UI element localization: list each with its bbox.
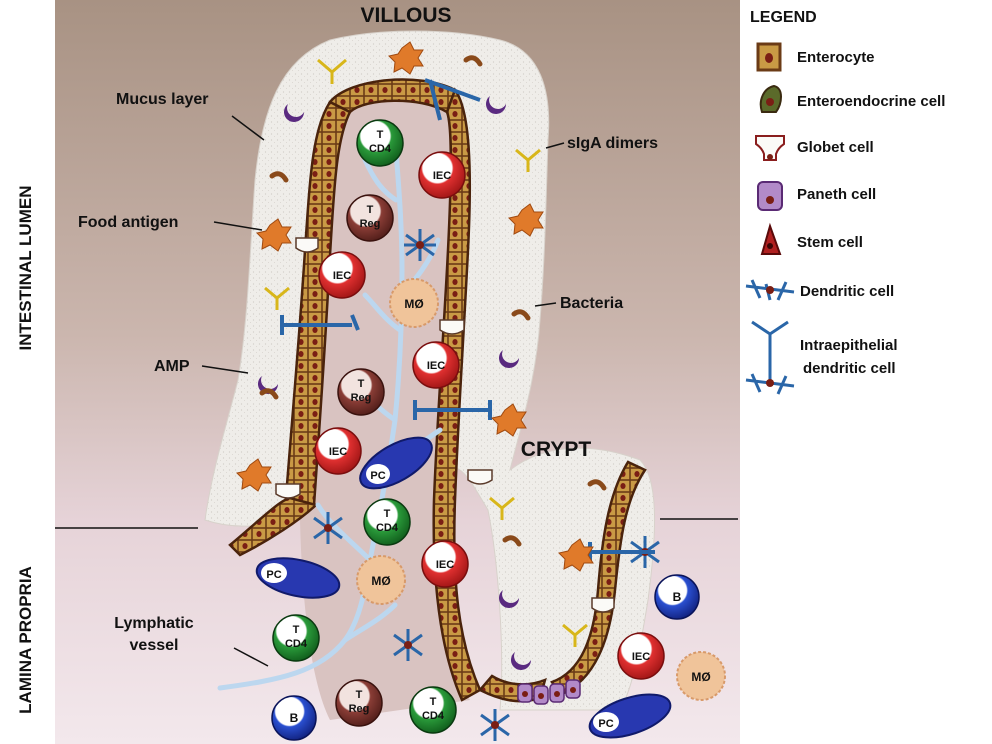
siga-dimers-label: sIgA dimers [567, 135, 658, 152]
t-reg-cell: T Reg [337, 368, 385, 416]
legend: LEGEND Enterocyte Enteroendocrine cell G… [745, 9, 945, 395]
amp-pointer [201, 365, 249, 374]
lymphatic-label-1: Lymphatic [114, 615, 194, 632]
b-label-2: B [290, 711, 299, 725]
legend-label-goblet: Globet cell [797, 139, 874, 156]
iec-label-5: IEC [436, 559, 454, 571]
t-label-4: T [430, 696, 437, 708]
food-antigen-label: Food antigen [78, 214, 178, 231]
cd4-label-4: CD4 [422, 710, 445, 722]
cd4-label-2: CD4 [376, 522, 399, 534]
t-label-1: T [377, 129, 384, 141]
goblet-cell-icon [755, 135, 785, 161]
iec-label-1: IEC [433, 170, 451, 182]
legend-label-dendritic: Dendritic cell [800, 283, 894, 300]
bacteria-pointer [534, 302, 557, 307]
macrophage: MØ [676, 651, 726, 701]
legend-label-enterocyte: Enterocyte [797, 49, 875, 66]
food-antigen-pointer [213, 221, 263, 231]
iec-label-4: IEC [329, 446, 347, 458]
enteroendocrine-cell-icon [759, 84, 782, 113]
legend-label-paneth: Paneth cell [797, 186, 876, 203]
goblet-cells [275, 237, 615, 613]
food-antigens [236, 41, 594, 572]
iec-cell: IEC [617, 632, 665, 680]
t-label-3: T [293, 624, 300, 636]
iec-cell: IEC [418, 151, 466, 199]
iec-label-6: IEC [632, 651, 650, 663]
t-cd4-cell: T CD4 [272, 614, 320, 662]
siga-pointer [545, 142, 565, 149]
t-cd4-cell: T CD4 [409, 686, 457, 734]
iec-cell: IEC [421, 540, 469, 588]
t-reg-cell: T Reg [335, 679, 383, 727]
plasma-cell: PC [255, 557, 341, 599]
cd4-label-3: CD4 [285, 638, 308, 650]
lymphatic-label-2: vessel [130, 637, 179, 654]
t-reg-t-label-3: T [356, 689, 363, 701]
plasma-cell: PC [359, 436, 433, 490]
t-reg-cell: T Reg [346, 194, 394, 242]
plasma-cell-label-1: PC [370, 470, 385, 482]
macrophage: MØ [389, 278, 439, 328]
plasma-cell: PC [588, 693, 672, 739]
reg-label-1: Reg [360, 218, 381, 230]
t-reg-t-label-1: T [367, 204, 374, 216]
iec-cell: IEC [314, 427, 362, 475]
villous-title: VILLOUS [360, 4, 451, 27]
mucus-layer-label: Mucus layer [116, 91, 208, 108]
bacteria-label: Bacteria [560, 295, 623, 312]
legend-label-enteroendocrine: Enteroendocrine cell [797, 93, 945, 110]
b-cell: B [271, 695, 317, 741]
legend-label-stem: Stem cell [797, 234, 863, 251]
intraepithelial-dendritic-cell-icon [745, 320, 795, 395]
reg-label-2: Reg [351, 392, 372, 404]
plasma-cell-label-2: PC [266, 569, 281, 581]
intestinal-lumen-label: INTESTINAL LUMEN [16, 186, 35, 351]
siga-dimers [264, 58, 588, 647]
t-label-2: T [384, 508, 391, 520]
t-cd4-cell: T CD4 [363, 498, 411, 546]
lamina-propria-label: LAMINA PROPRIA [16, 566, 35, 714]
bacteria [259, 55, 607, 547]
plasma-cell-label-3: PC [598, 718, 613, 730]
iec-label-3: IEC [427, 360, 445, 372]
b-cell: B [654, 574, 700, 620]
macrophage-label-1: MØ [404, 297, 423, 311]
enterocyte-icon [756, 42, 782, 72]
t-reg-t-label-2: T [358, 378, 365, 390]
amp-label: AMP [154, 358, 190, 375]
paneth-cell-icon [757, 181, 783, 211]
reg-label-3: Reg [349, 703, 370, 715]
iec-cell: IEC [412, 341, 460, 389]
cd4-label-1: CD4 [369, 143, 392, 155]
macrophage-label-3: MØ [691, 670, 710, 684]
macrophage: MØ [356, 555, 406, 605]
macrophage-label-2: MØ [371, 574, 390, 588]
lymphatic-pointer [233, 647, 269, 667]
legend-label-intraepithelial-2: dendritic cell [803, 360, 896, 377]
dendritic-cells [313, 229, 660, 741]
dendritic-cell-icon [745, 279, 795, 301]
iec-label-2: IEC [333, 270, 351, 282]
paneth-cells [517, 679, 581, 705]
t-cd4-cell: T CD4 [356, 119, 404, 167]
stem-cell-icon [760, 222, 782, 255]
iec-cell: IEC [318, 251, 366, 299]
mucus-layer-pointer [231, 115, 265, 141]
crypt-title: CRYPT [521, 438, 592, 461]
b-label-1: B [673, 590, 682, 604]
legend-label-intraepithelial: Intraepithelial [800, 337, 898, 354]
legend-title: LEGEND [750, 9, 817, 26]
crypt-epithelium-right [550, 460, 647, 697]
